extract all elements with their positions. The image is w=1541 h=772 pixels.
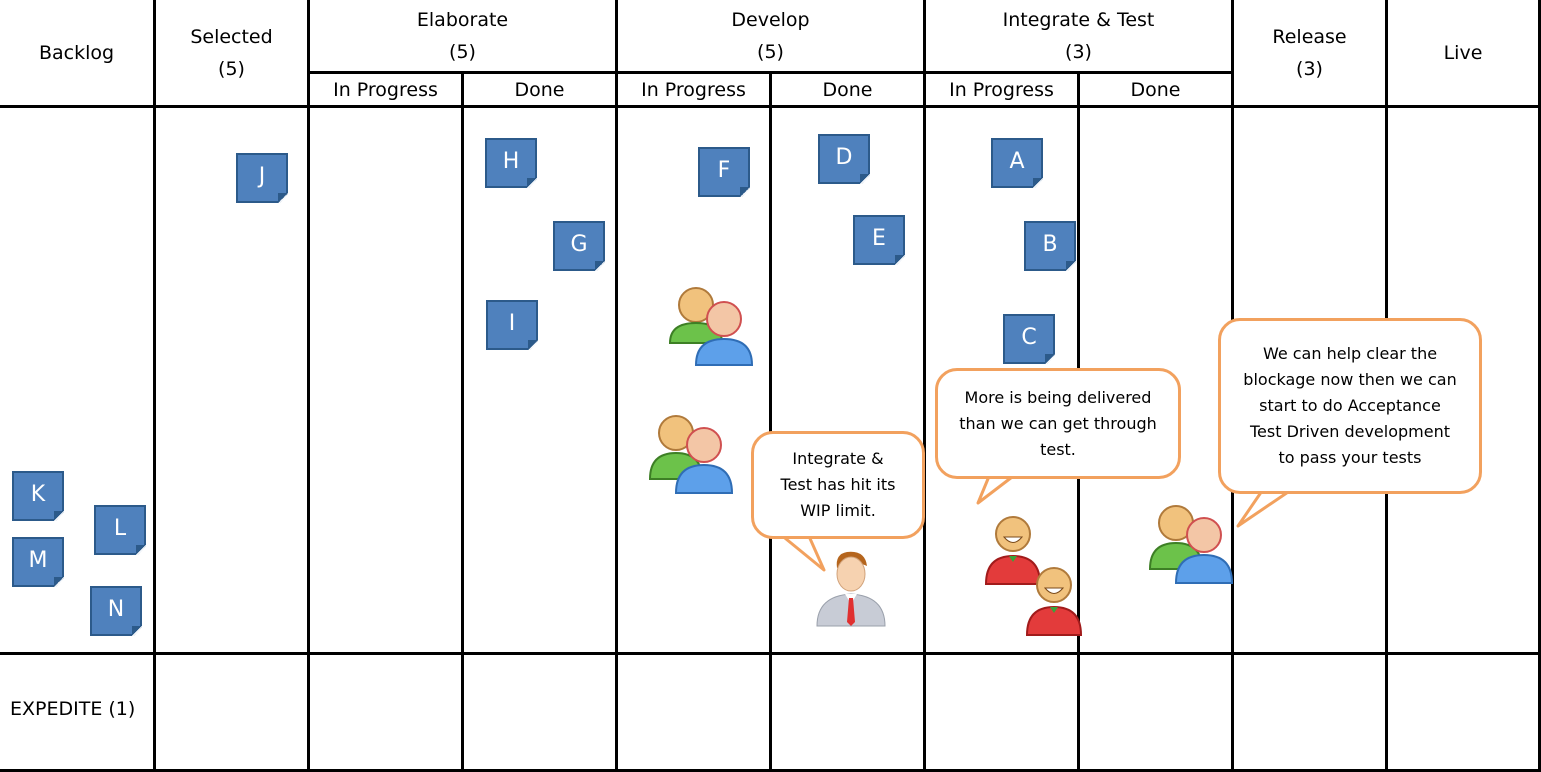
board-line: [0, 105, 1541, 108]
work-card[interactable]: M: [12, 537, 64, 587]
work-card[interactable]: G: [553, 221, 605, 271]
work-card[interactable]: L: [94, 505, 146, 555]
column-header-develop: Develop (5): [618, 4, 923, 68]
column-header-live: Live: [1388, 37, 1538, 69]
work-card[interactable]: A: [991, 138, 1043, 188]
column-header-integrate-test: Integrate & Test (3): [926, 4, 1231, 68]
board-line: [615, 0, 618, 772]
work-card[interactable]: N: [90, 586, 142, 636]
subcolumn-header: Done: [772, 73, 923, 107]
board-line: [461, 72, 464, 772]
column-header-selected: Selected (5): [156, 21, 307, 85]
tester-icon: [1024, 563, 1084, 637]
work-card[interactable]: E: [853, 215, 905, 265]
work-card[interactable]: I: [486, 300, 538, 350]
subcolumn-header: In Progress: [618, 73, 769, 107]
manager-icon: [815, 548, 887, 628]
work-card[interactable]: B: [1024, 221, 1076, 271]
subcolumn-header: In Progress: [926, 73, 1077, 107]
column-header-backlog: Backlog: [0, 37, 153, 69]
subcolumn-header: Done: [464, 73, 615, 107]
work-card[interactable]: J: [236, 153, 288, 203]
work-card[interactable]: F: [698, 147, 750, 197]
board-line: [0, 652, 1541, 655]
work-card[interactable]: K: [12, 471, 64, 521]
board-line: [153, 0, 156, 772]
board-line: [307, 0, 310, 772]
work-card[interactable]: H: [485, 138, 537, 188]
subcolumn-header: Done: [1080, 73, 1231, 107]
team-pair-icon: [1146, 503, 1236, 589]
column-header-release: Release (3): [1234, 21, 1385, 85]
help-bubble: We can help clear the blockage now then …: [1218, 318, 1482, 494]
work-card[interactable]: C: [1003, 314, 1055, 364]
column-header-elaborate: Elaborate (5): [310, 4, 615, 68]
team-pair-icon: [666, 285, 756, 371]
subcolumn-header: In Progress: [310, 73, 461, 107]
team-pair-icon: [646, 413, 736, 499]
wip-limit-bubble: Integrate & Test has hit its WIP limit.: [751, 431, 925, 539]
board-line: [923, 0, 926, 772]
board-line: [769, 72, 772, 772]
delivery-bubble: More is being delivered than we can get …: [935, 368, 1181, 479]
expedite-lane-label: EXPEDITE (1): [10, 698, 135, 720]
work-card[interactable]: D: [818, 134, 870, 184]
